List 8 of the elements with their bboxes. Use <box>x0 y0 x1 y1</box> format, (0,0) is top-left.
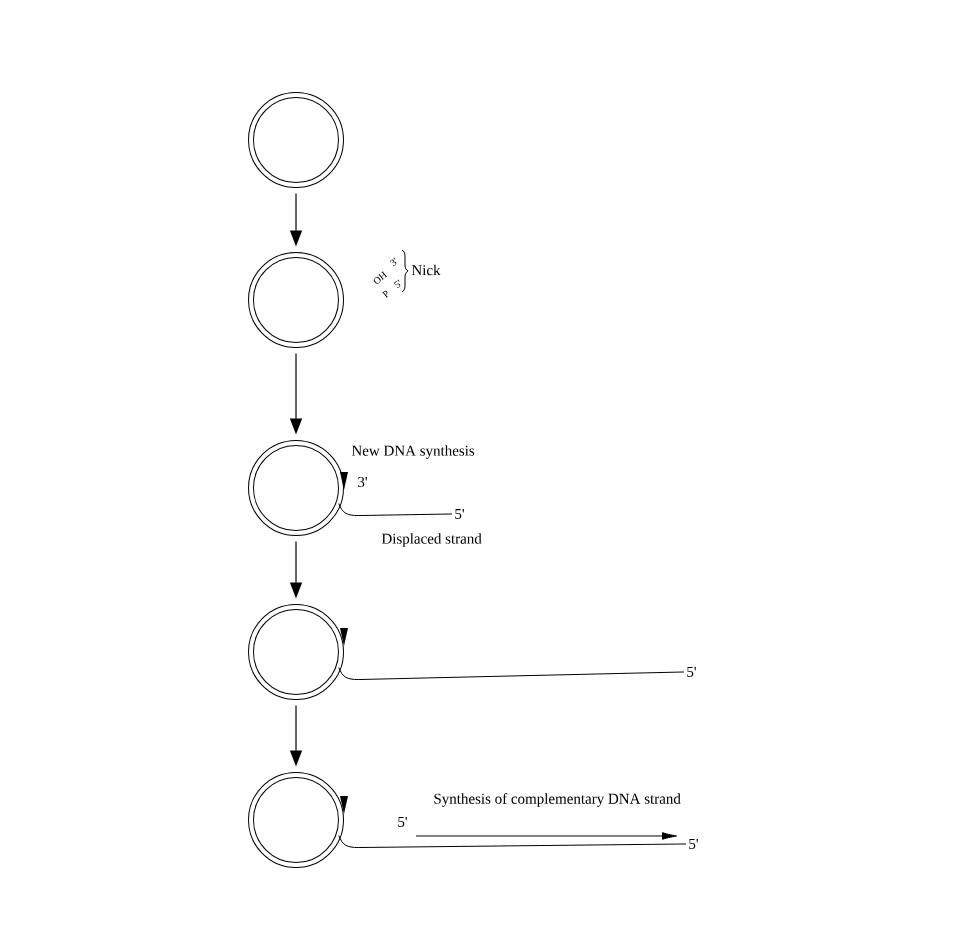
dna-strand <box>338 835 687 849</box>
dna-circle <box>248 771 344 868</box>
dna-circle <box>248 604 344 700</box>
dna-strand <box>338 667 685 681</box>
dna-circle <box>248 440 344 536</box>
dna-circle <box>248 252 344 348</box>
dna-strand <box>338 503 453 517</box>
dna-circle <box>248 92 344 188</box>
